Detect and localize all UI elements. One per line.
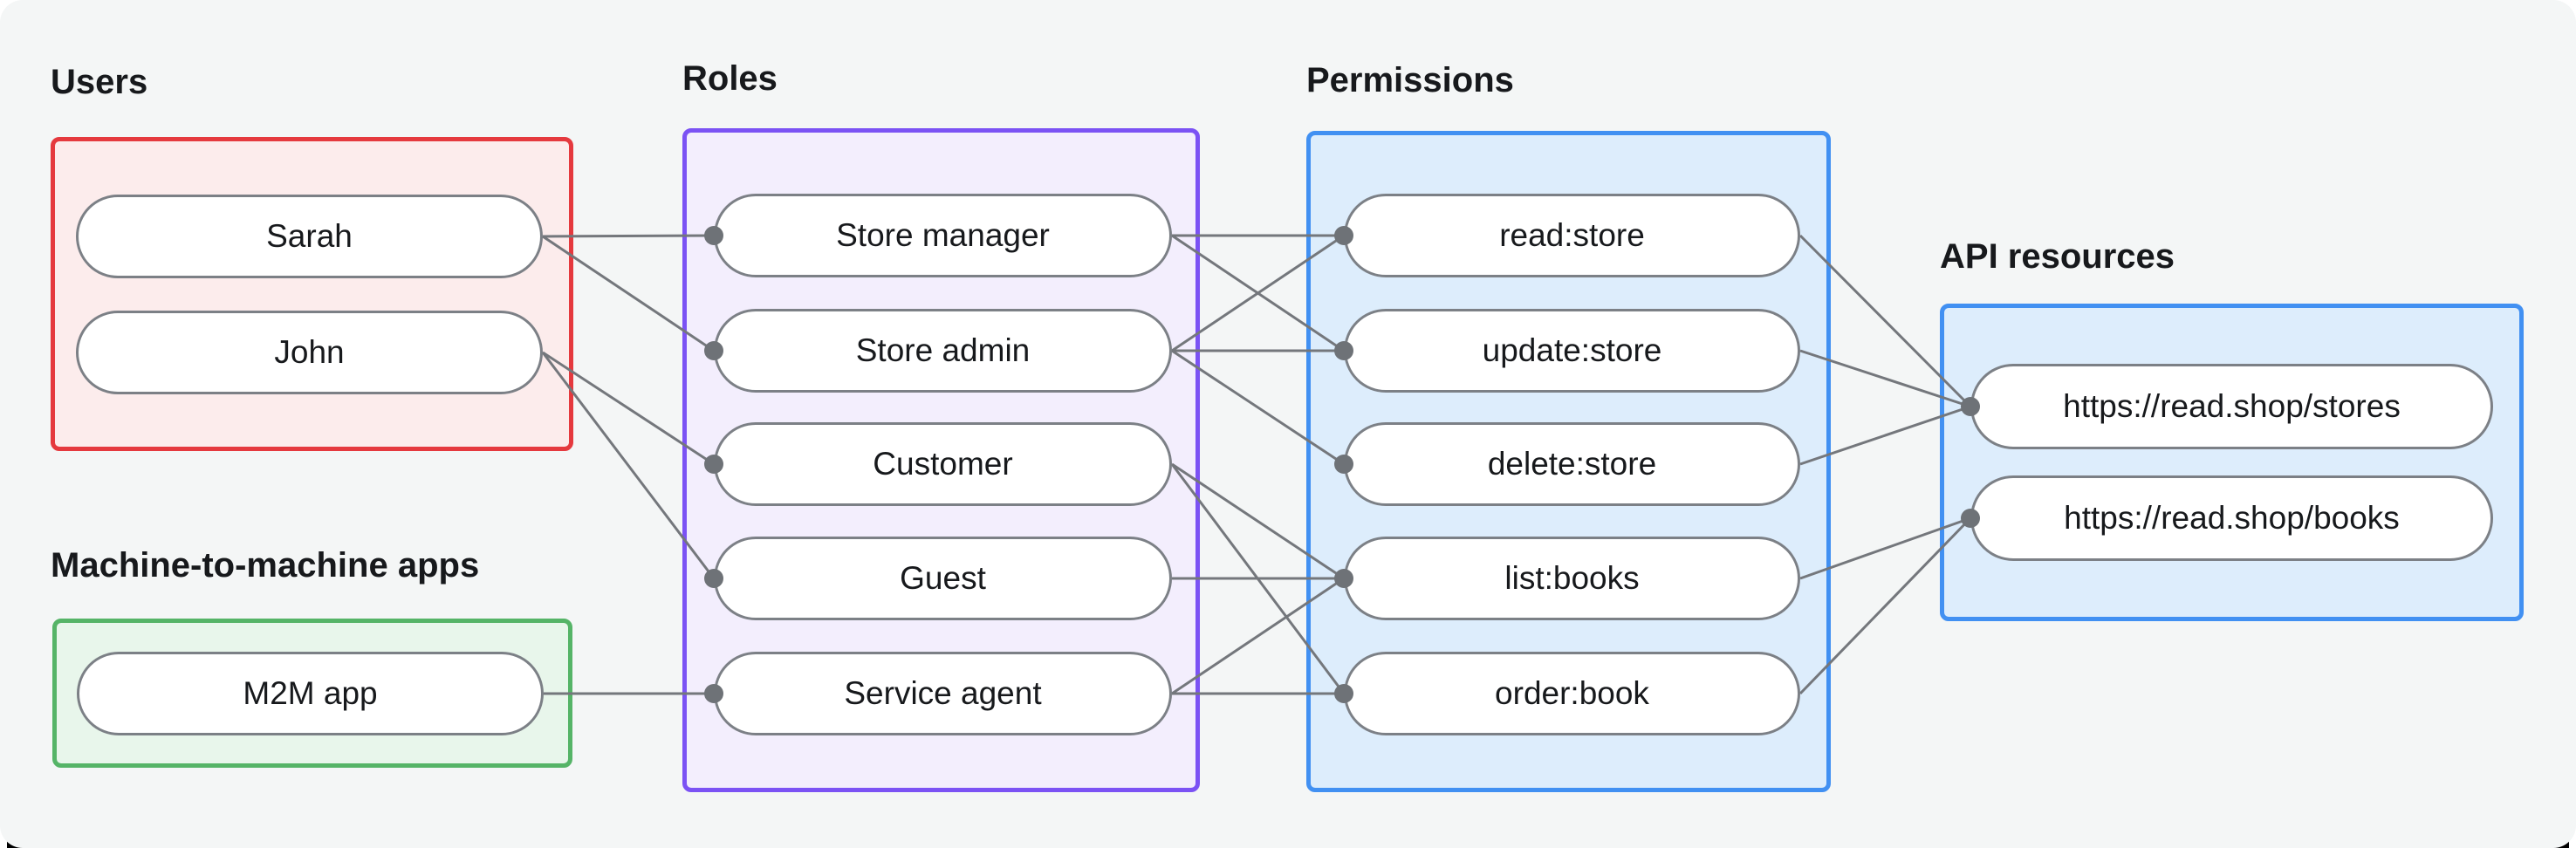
node-stores-api: https://read.shop/stores [1970, 364, 2493, 449]
node-sarah: Sarah [76, 195, 543, 278]
node-store-admin: Store admin [714, 309, 1172, 393]
heading-m2m: Machine-to-machine apps [51, 546, 480, 585]
heading-users: Users [51, 63, 148, 101]
node-update-store: update:store [1344, 309, 1800, 393]
node-service-agent: Service agent [714, 652, 1172, 735]
heading-roles: Roles [682, 59, 778, 98]
heading-api: API resources [1940, 237, 2175, 276]
node-customer: Customer [714, 422, 1172, 506]
node-list-books: list:books [1344, 537, 1800, 620]
node-delete-store: delete:store [1344, 422, 1800, 506]
node-order-book: order:book [1344, 652, 1800, 735]
node-books-api: https://read.shop/books [1970, 475, 2493, 561]
api-box [1940, 304, 2524, 621]
node-guest: Guest [714, 537, 1172, 620]
node-john: John [76, 311, 543, 394]
users-box [51, 137, 573, 451]
node-store-manager: Store manager [714, 194, 1172, 277]
heading-permissions: Permissions [1306, 61, 1514, 99]
node-read-store: read:store [1344, 194, 1800, 277]
node-m2m-app: M2M app [77, 652, 544, 735]
